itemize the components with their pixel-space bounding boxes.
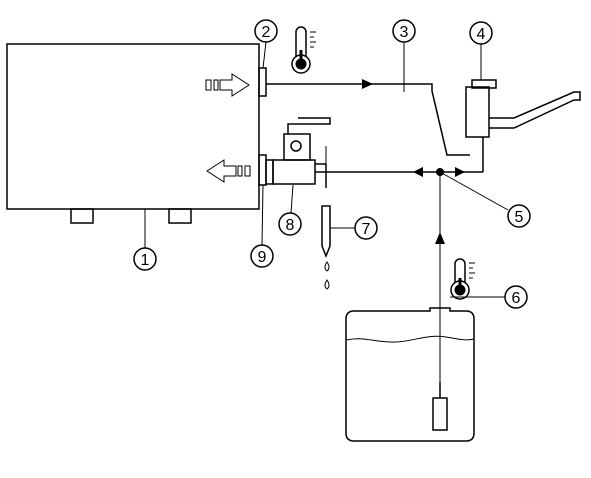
callout-8: 8 (278, 212, 302, 236)
callout-7: 7 (354, 216, 378, 240)
water-tank (345, 307, 475, 442)
callout-4: 4 (469, 21, 493, 45)
thermometer-icon (450, 258, 475, 300)
callout-label: 2 (262, 24, 271, 41)
heater-unit (6, 43, 274, 224)
thermometer-icon (291, 26, 316, 74)
drain-pipe (321, 205, 331, 259)
callout-label: 1 (141, 252, 150, 269)
outlet-arrow-icon (205, 73, 250, 97)
callout-label: 3 (400, 24, 409, 41)
safety-valve (272, 117, 331, 188)
callout-9: 9 (250, 244, 274, 268)
inlet-arrow-icon (206, 159, 251, 183)
hot-water-line (266, 79, 470, 156)
callout-label: 9 (258, 249, 267, 266)
callout-label: 5 (515, 209, 524, 226)
leader-lines (144, 41, 509, 298)
callout-2: 2 (254, 19, 278, 43)
callout-5: 5 (507, 204, 531, 228)
callout-label: 7 (362, 221, 371, 238)
callout-6: 6 (504, 285, 528, 309)
callout-3: 3 (392, 19, 416, 43)
callout-label: 4 (477, 26, 486, 43)
faucet (465, 79, 581, 172)
drip-icon (324, 261, 330, 290)
callout-1: 1 (133, 247, 157, 271)
callout-label: 6 (512, 290, 521, 307)
callout-label: 8 (286, 217, 295, 234)
